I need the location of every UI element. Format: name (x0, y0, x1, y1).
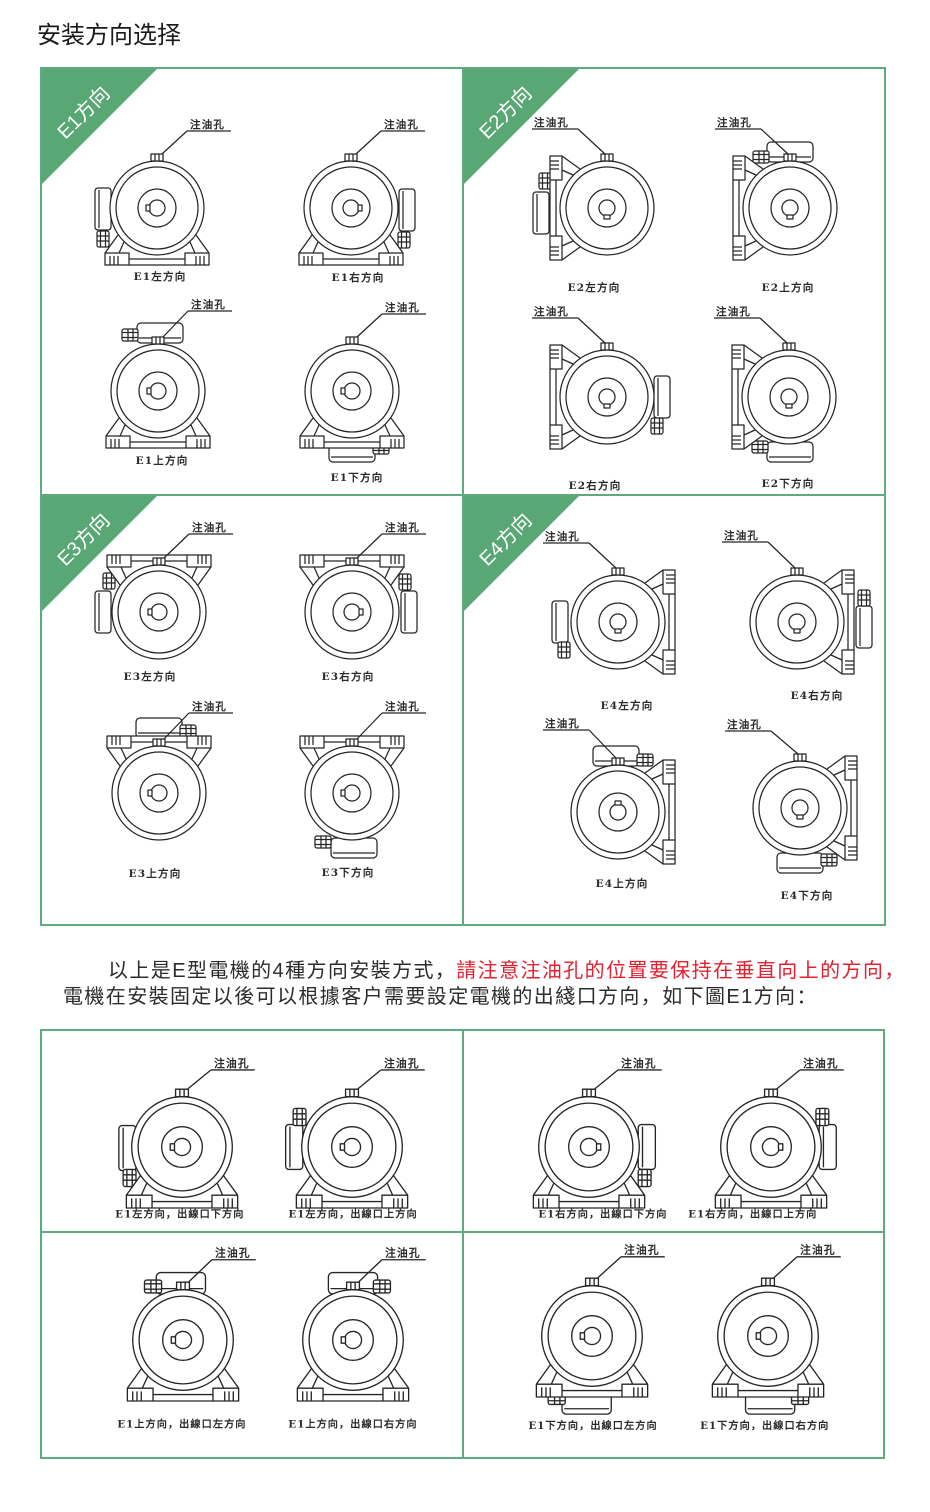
quadrant-e1: E1方向 (42, 69, 462, 494)
cable-outlet-cell-right-box (464, 1031, 883, 1231)
note-line-2: 電機在安裝固定以後可以根據客户需要設定電機的出綫口方向，如下圖E1方向： (63, 986, 818, 1008)
grid-divider-vertical (462, 1029, 464, 1459)
quadrant-e4: E4方向 (464, 496, 884, 924)
note-warning-text: 請注意注油孔的位置要保持在垂直向上的方向， (456, 960, 906, 982)
grid-divider-horizontal (40, 494, 886, 496)
cable-outlet-cell-top-box (42, 1233, 462, 1457)
page-title: 安装方向选择 (37, 22, 181, 49)
quadrant-e2: E2方向 (464, 69, 884, 494)
grid-divider-vertical (462, 67, 464, 926)
grid-divider-horizontal (40, 1231, 885, 1233)
quadrant-e3: E3方向 (42, 496, 462, 924)
note-line-1: 以上是E型電機的4種方向安裝方式，請注意注油孔的位置要保持在垂直向上的方向， (108, 959, 906, 983)
note-text: 以上是E型電機的4種方向安裝方式， (108, 960, 457, 982)
cable-outlet-cell-left-box (42, 1031, 462, 1231)
cable-outlet-cell-bottom-box (464, 1233, 883, 1457)
